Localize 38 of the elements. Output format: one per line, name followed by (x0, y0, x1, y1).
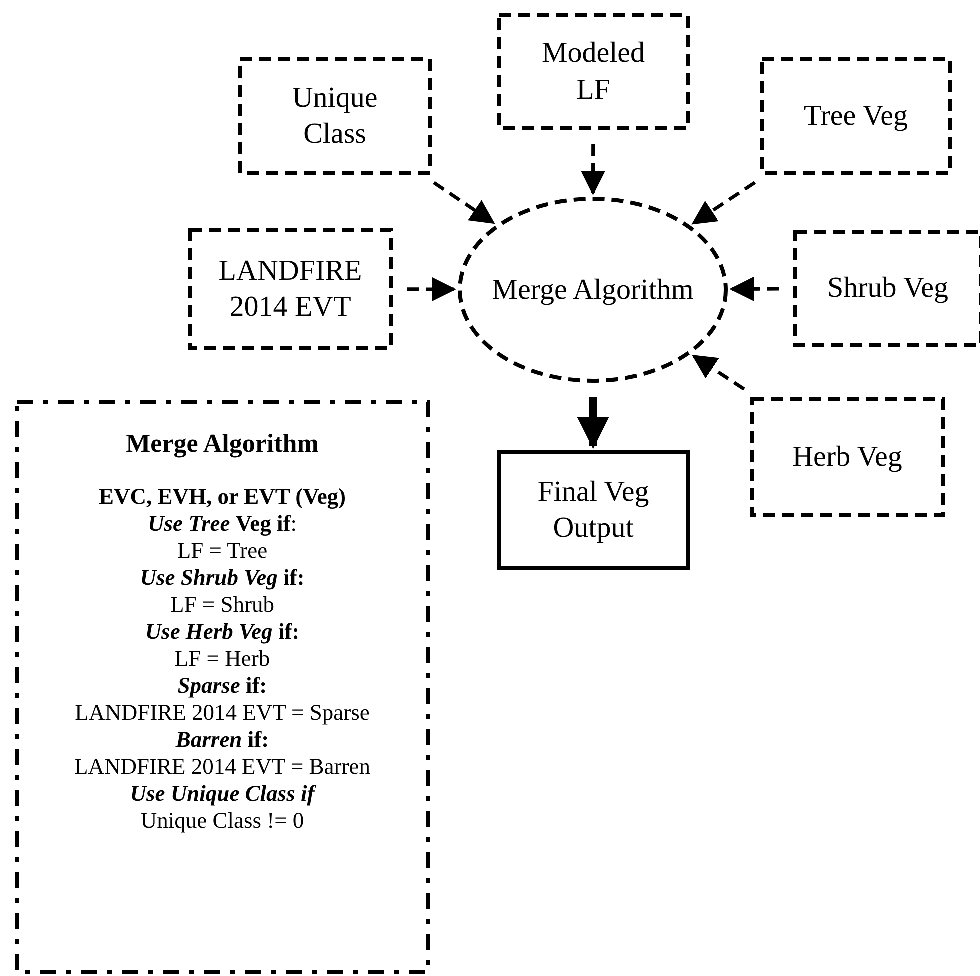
data-box (793, 230, 980, 347)
data-box (188, 228, 393, 350)
rule-line: Sparse if: (178, 672, 268, 700)
rule-line: LF = Herb (174, 645, 270, 672)
data-box (497, 13, 690, 130)
node-label: Tree Veg (804, 98, 908, 134)
node-label: Merge Algorithm (492, 272, 694, 308)
node-label: Final Veg Output (536, 474, 650, 546)
node-label: Herb Veg (792, 440, 902, 475)
rule-line: Use Shrub Veg if: (140, 564, 305, 592)
data-box (238, 57, 432, 175)
panel-heading: Merge Algorithm (126, 428, 319, 460)
rule-line: Barren if: (176, 726, 270, 754)
arrow (692, 181, 756, 225)
arrow (692, 354, 746, 391)
algorithm-panel (15, 400, 430, 974)
node-label: LANDFIRE 2014 EVT (218, 254, 364, 325)
arrow (577, 397, 610, 450)
rule-line: Unique Class != 0 (140, 807, 304, 834)
rule-line: Use Tree Veg if: (148, 510, 297, 538)
rule-line: LANDFIRE 2014 EVT = Barren (74, 753, 370, 780)
arrow (433, 181, 496, 224)
data-box (760, 57, 952, 175)
arrow (407, 277, 456, 302)
arrow (730, 276, 779, 302)
rule-line: LF = Tree (177, 537, 268, 564)
rule-line: Use Unique Class if (130, 780, 315, 808)
data-box (750, 397, 945, 517)
rule-line: EVC, EVH, or EVT (Veg) (98, 483, 346, 510)
rule-line: Use Herb Veg if: (145, 618, 300, 646)
process-ellipse (458, 197, 728, 383)
arrow (581, 144, 606, 196)
rule-line: LANDFIRE 2014 EVT = Sparse (75, 699, 370, 726)
rule-line: LF = Shrub (170, 591, 274, 618)
node-label: Unique Class (291, 80, 379, 152)
node-label: Shrub Veg (827, 271, 949, 306)
data-box (497, 450, 690, 570)
node-label: Modeled LF (540, 36, 646, 108)
